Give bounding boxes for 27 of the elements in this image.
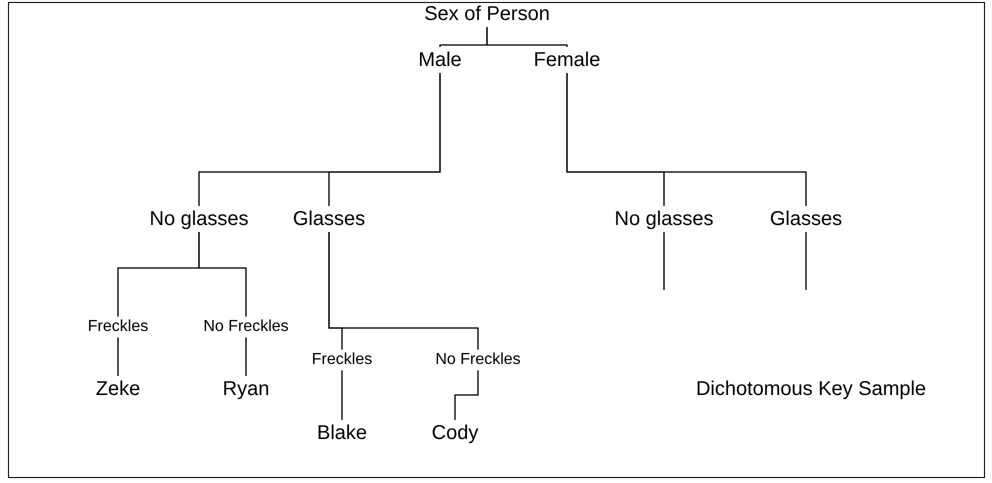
connector-line bbox=[328, 232, 479, 350]
connector-line bbox=[341, 370, 343, 420]
tree-label: No Freckles bbox=[203, 319, 289, 335]
tree-label: Ryan bbox=[222, 379, 270, 399]
connector-line bbox=[486, 27, 568, 47]
connector-line bbox=[805, 232, 807, 290]
tree-label: Freckles bbox=[88, 319, 148, 335]
tree-label: Sex of Person bbox=[424, 4, 550, 24]
tree-label: No Freckles bbox=[435, 352, 521, 368]
tree-label: Zeke bbox=[96, 379, 140, 399]
connector-line bbox=[566, 73, 807, 206]
connector-line bbox=[117, 337, 119, 376]
tree-label: Blake bbox=[316, 423, 368, 443]
connector-line bbox=[198, 232, 247, 317]
connector-line bbox=[328, 73, 441, 206]
connector-line bbox=[245, 337, 247, 376]
connector-line bbox=[663, 232, 665, 290]
tree-label: No glasses bbox=[150, 209, 248, 229]
tree-label: Male bbox=[418, 50, 462, 70]
tree-label: Female bbox=[534, 50, 600, 70]
tree-label: No glasses bbox=[614, 209, 714, 229]
diagram-caption: Dichotomous Key Sample bbox=[696, 379, 926, 399]
connector-line bbox=[454, 370, 479, 420]
tree-label: Glasses bbox=[292, 209, 366, 229]
tree-label: Cody bbox=[432, 423, 478, 443]
tree-label: Glasses bbox=[770, 209, 842, 229]
tree-label: Freckles bbox=[312, 352, 372, 368]
